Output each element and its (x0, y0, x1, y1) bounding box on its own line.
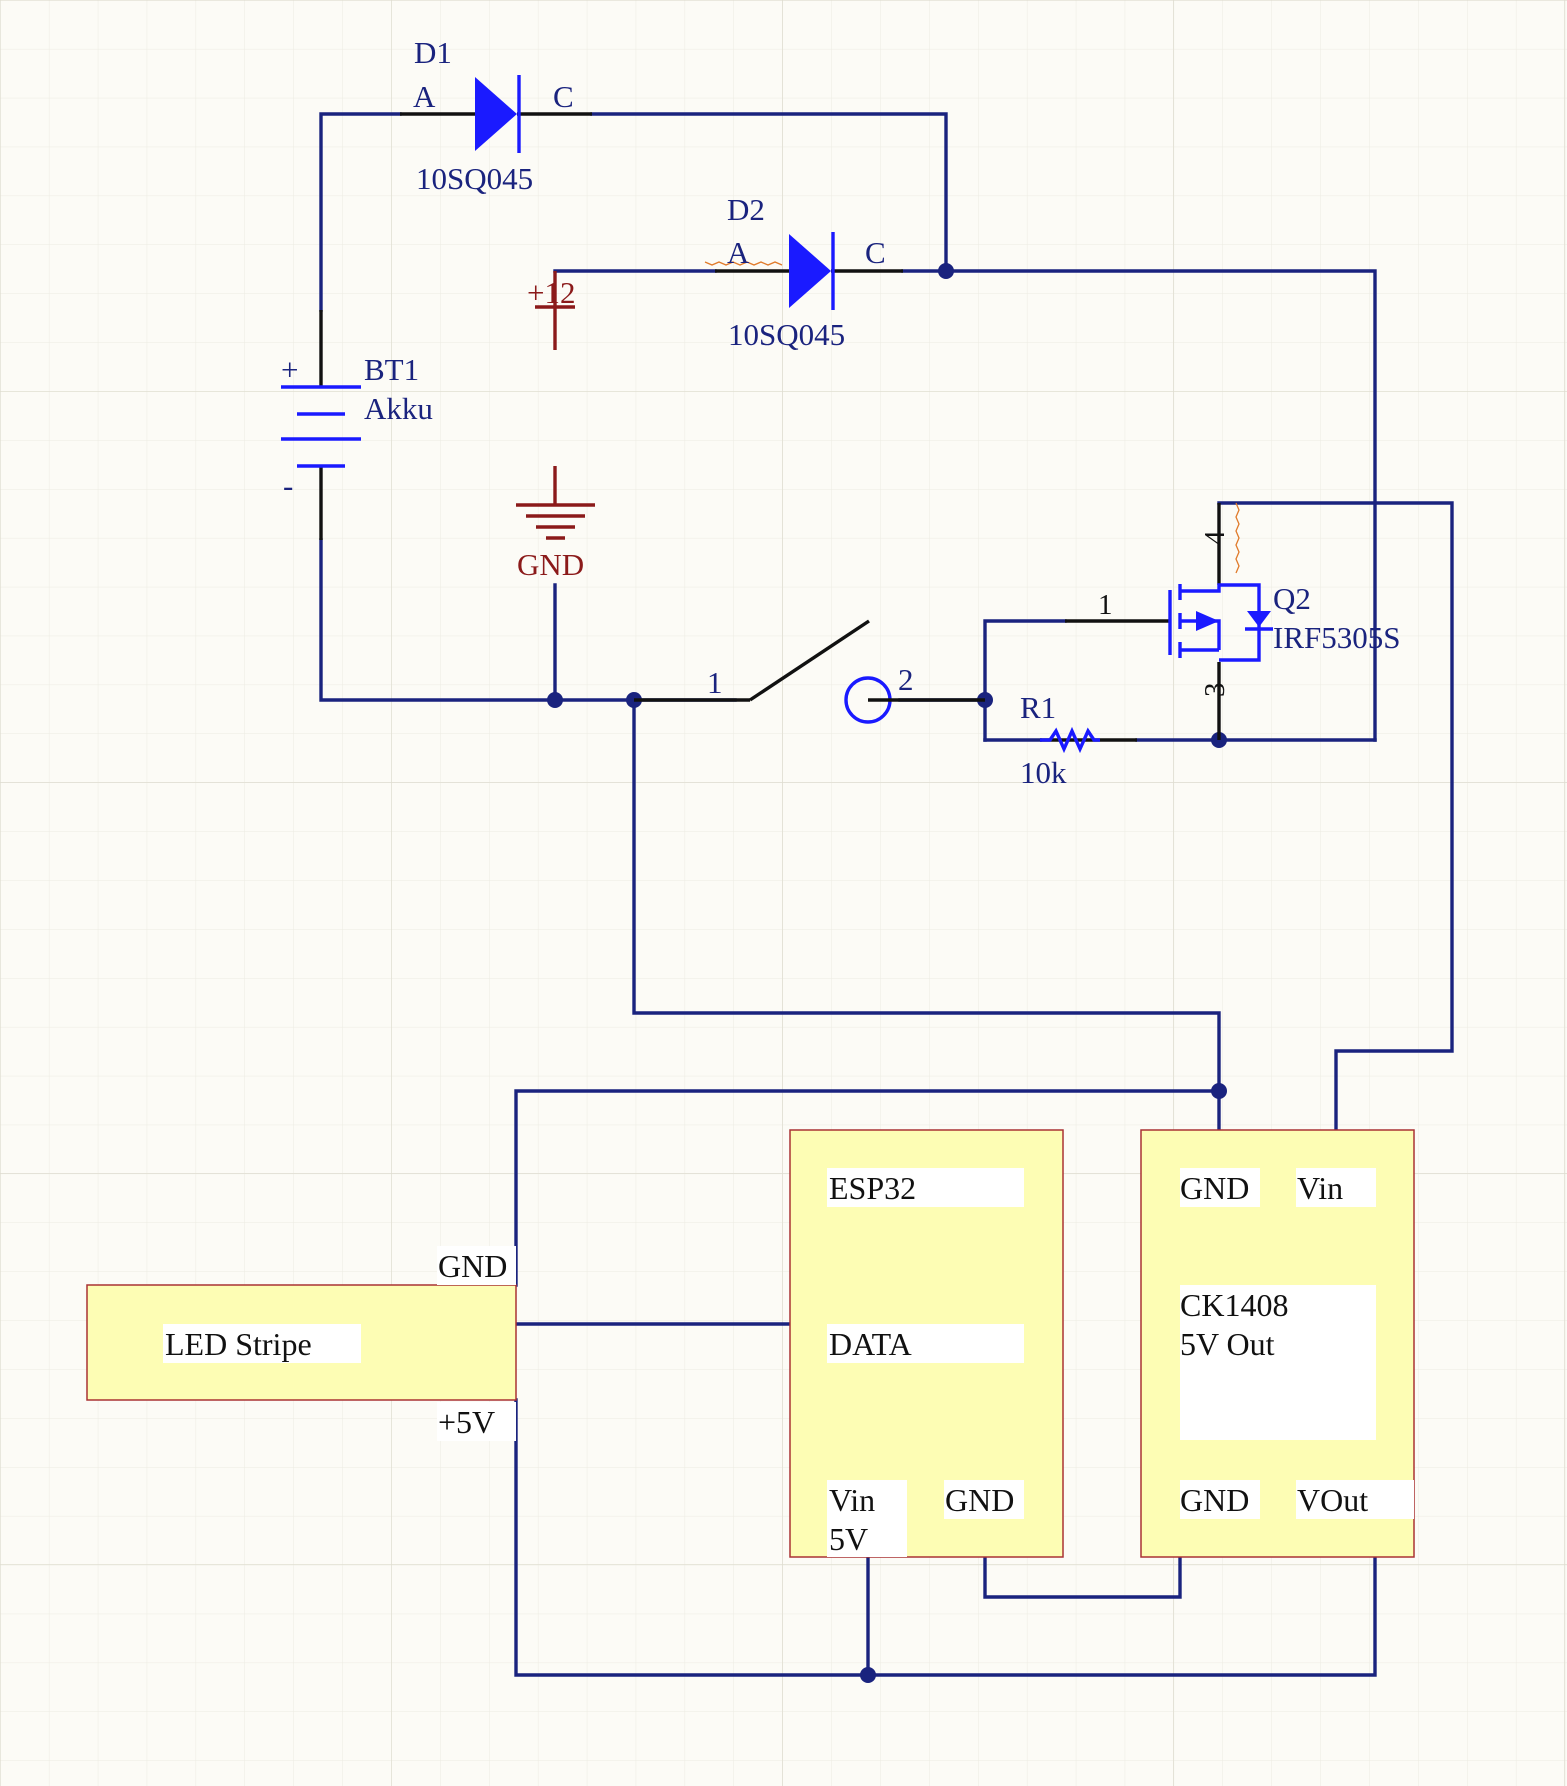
diode-symbol (475, 77, 517, 151)
esp32-pin-vin-line2: 5V (829, 1521, 868, 1557)
resistor-r1[interactable]: R1 10k (1020, 690, 1137, 790)
esp32-title-box (827, 1168, 1024, 1207)
power-port-gnd[interactable]: GND (516, 466, 595, 582)
q2-pin4-label: 4 (1199, 530, 1231, 545)
d1-value: 10SQ045 (416, 161, 533, 196)
diode-d1[interactable]: D1 A C 10SQ045 (400, 35, 592, 196)
ck1408-title-line1: CK1408 (1180, 1287, 1288, 1323)
block-led-stripe[interactable]: LED Stripe GND +5V (86, 1246, 517, 1441)
junction-dot (1211, 1083, 1227, 1099)
d1-pin-c-label: C (553, 79, 574, 114)
led-pin-gnd: GND (438, 1248, 507, 1284)
switch-s1[interactable]: 1 2 (634, 619, 985, 724)
q2-body-diode (1247, 611, 1271, 627)
led-pin-5v: +5V (438, 1404, 495, 1440)
switch-pin1-label: 1 (707, 665, 723, 700)
wire-d1-to-junction[interactable] (590, 112, 948, 273)
battery-bt1[interactable]: + - BT1 Akku (281, 310, 433, 540)
wire-gnd-bus[interactable] (514, 1089, 1221, 1287)
wire-bt1-plus-to-d1[interactable] (319, 112, 402, 312)
bt1-value: Akku (364, 391, 433, 426)
esp32-vin-box (827, 1480, 907, 1557)
switch-pin2-label: 2 (898, 662, 914, 697)
mosfet-q2[interactable]: 1 4 3 Q2 IRF5305S (1065, 502, 1400, 740)
esp32-pin-data: DATA (829, 1326, 912, 1362)
d2-error-marker (704, 261, 783, 266)
q2-value: IRF5305S (1273, 620, 1400, 655)
led-pin-5v-box (437, 1402, 516, 1441)
ck1408-vout-box (1296, 1480, 1414, 1519)
led-title-box (163, 1324, 361, 1363)
esp32-pin-gnd: GND (945, 1482, 1014, 1518)
q2-ref: Q2 (1273, 581, 1311, 616)
ck1408-pin-vout: VOut (1297, 1482, 1368, 1518)
diode-symbol (789, 234, 831, 308)
ck1408-pin-gnd-bottom: GND (1180, 1482, 1249, 1518)
q2-pin1-label: 1 (1098, 589, 1113, 621)
gnd-symbol-label: GND (517, 547, 584, 582)
block-esp32[interactable]: ESP32 DATA Vin 5V GND (789, 1129, 1064, 1558)
wire-bt1-minus-to-gnd[interactable] (319, 538, 737, 702)
wire-5v-bus[interactable] (514, 1398, 1377, 1677)
junctions (547, 263, 1227, 1683)
r1-value: 10k (1020, 755, 1067, 790)
switch-lever (749, 619, 870, 702)
d1-ref: D1 (414, 35, 452, 70)
q2-arrow (1196, 611, 1219, 631)
diode-d2[interactable]: D2 A C 10SQ045 (704, 192, 903, 352)
junction-dot (938, 263, 954, 279)
ck1408-pin-vin: Vin (1297, 1170, 1343, 1206)
plus12-label: +12 (527, 275, 575, 310)
q2-pin3-label: 3 (1199, 683, 1231, 698)
wire-gnd-to-ck1408[interactable] (632, 698, 1221, 1132)
d1-pin-a-label: A (413, 79, 436, 114)
wire-d2-to-right-rail[interactable] (901, 269, 1377, 742)
ck1408-gnd-top-box (1180, 1168, 1260, 1207)
d2-pin-a-label: A (727, 235, 750, 270)
bt1-plus: + (281, 352, 298, 387)
d2-pin-c-label: C (865, 235, 886, 270)
wire-q2-drain-to-vin[interactable] (1217, 501, 1454, 1132)
ck1408-pin-gnd-top: GND (1180, 1170, 1249, 1206)
ck1408-title-box (1180, 1285, 1376, 1440)
junction-dot (547, 692, 563, 708)
power-port-plus12[interactable]: +12 (527, 271, 575, 350)
resistor-zigzag (1040, 726, 1100, 754)
d2-ref: D2 (727, 192, 765, 227)
led-pin-gnd-box (437, 1246, 516, 1285)
esp32-title: ESP32 (829, 1170, 916, 1206)
esp32-pin-vin-line1: Vin (829, 1482, 875, 1518)
ck1408-gnd-bottom-box (1180, 1480, 1260, 1519)
led-title: LED Stripe (165, 1326, 312, 1362)
esp32-data-box (827, 1324, 1024, 1363)
q2-error-marker (1235, 502, 1240, 574)
bt1-minus: - (283, 468, 293, 503)
bt1-ref: BT1 (364, 352, 419, 387)
junction-dot (860, 1667, 876, 1683)
ck1408-title-line2: 5V Out (1180, 1326, 1275, 1362)
q2-drain-lead (1180, 583, 1261, 662)
wire-esp-gnd-to-ck[interactable] (983, 1555, 1182, 1599)
ck1408-vin-box (1296, 1168, 1376, 1207)
block-ck1408[interactable]: GND Vin CK1408 5V Out GND VOut (1140, 1129, 1415, 1558)
d2-value: 10SQ045 (728, 317, 845, 352)
esp32-gnd-box (944, 1480, 1024, 1519)
r1-ref: R1 (1020, 690, 1056, 725)
